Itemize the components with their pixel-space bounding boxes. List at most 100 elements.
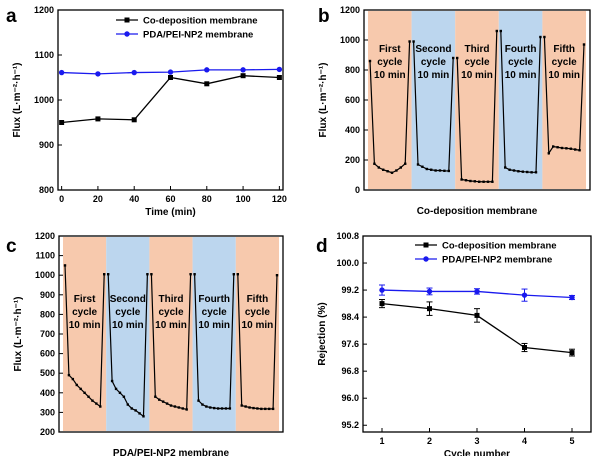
cycle-band-c xyxy=(235,237,279,431)
y-tick-label-c: 1200 xyxy=(35,231,55,241)
y-tick-label-c: 200 xyxy=(40,427,55,437)
cycle-label-c: 10 min xyxy=(112,320,144,331)
cycle-point-b xyxy=(473,180,476,183)
cycle-band-c xyxy=(106,237,150,431)
cycle-label-b: 10 min xyxy=(461,70,493,81)
cycle-label-c: cycle xyxy=(202,307,227,318)
cycle-point-b xyxy=(530,171,533,174)
cycle-point-b xyxy=(534,171,538,174)
cycle-point-b xyxy=(399,166,402,169)
cycle-label-c: 10 min xyxy=(242,320,274,331)
cycle-point-b xyxy=(486,180,490,183)
cycle-point-b xyxy=(565,147,568,150)
cycle-label-c: 10 min xyxy=(155,320,187,331)
cycle-point-b xyxy=(373,162,376,165)
data-point-d-1 xyxy=(569,294,575,301)
cycle-band-c xyxy=(192,237,236,431)
cycle-label-b: 10 min xyxy=(418,70,450,81)
cycle-band-b xyxy=(368,11,412,189)
cycle-point-b xyxy=(482,180,485,183)
cycle-point-b xyxy=(382,168,385,171)
legend-marker-a xyxy=(124,17,130,23)
cycle-point-c xyxy=(71,377,75,381)
y-tick-label-c: 1000 xyxy=(35,270,55,280)
y-tick-label-d: 100.8 xyxy=(336,231,359,241)
cycle-point-c xyxy=(63,264,67,267)
cycle-point-c xyxy=(134,409,137,412)
cycle-point-c xyxy=(213,406,216,410)
cycle-point-c xyxy=(216,407,220,410)
cycle-point-b xyxy=(539,35,542,39)
cycle-label-c: cycle xyxy=(115,307,140,318)
cycle-line-b xyxy=(413,41,454,172)
y-tick-label-b: 400 xyxy=(345,125,360,135)
y-tick-label-c: 600 xyxy=(40,349,55,359)
cycle-label-c: Fifth xyxy=(247,294,269,305)
cycle-point-c xyxy=(122,395,126,398)
cycle-band-b xyxy=(542,11,586,189)
cycle-point-b xyxy=(543,35,546,39)
cycle-line-b xyxy=(543,36,585,156)
cycle-label-b: Third xyxy=(465,44,490,55)
cycle-point-c xyxy=(193,273,196,276)
x-tick-label-a: 40 xyxy=(129,194,139,204)
cycle-point-c xyxy=(142,415,145,418)
cycle-label-b: 10 min xyxy=(548,70,580,81)
cycle-line-b xyxy=(456,30,498,183)
cycle-point-b xyxy=(504,166,507,169)
legend-marker-d xyxy=(423,256,429,262)
x-tick-label-a: 100 xyxy=(236,194,251,204)
legend-entry-a: Co-deposition membrane xyxy=(143,16,258,27)
cycle-point-c xyxy=(264,407,267,411)
cycle-point-c xyxy=(138,412,141,415)
cycle-line-b xyxy=(369,41,411,174)
data-point-d-0 xyxy=(379,301,385,307)
cycle-label-b: Fifth xyxy=(553,44,575,55)
data-point-d-1 xyxy=(521,292,528,298)
cycle-point-c xyxy=(154,395,157,398)
data-point-a-1 xyxy=(58,69,65,76)
cycle-point-c xyxy=(75,383,78,387)
y-axis-label-b: Flux (L·m⁻²·h⁻¹) xyxy=(318,63,329,138)
data-point-d-0 xyxy=(474,312,480,318)
cycle-point-c xyxy=(99,405,102,408)
y-tick-label-b: 1000 xyxy=(340,35,360,45)
y-tick-label-b: 0 xyxy=(355,185,360,195)
cycle-point-c xyxy=(224,407,228,410)
cycle-point-b xyxy=(512,169,516,172)
legend-entry-d: Co-deposition membrane xyxy=(442,241,557,252)
cycle-label-b: Second xyxy=(415,44,451,55)
y-tick-label-c: 800 xyxy=(40,309,55,319)
cycle-label-b: 10 min xyxy=(505,70,537,81)
data-point-a-1 xyxy=(95,71,101,77)
cycle-point-b xyxy=(499,29,502,33)
cycle-point-c xyxy=(150,273,153,276)
cycle-point-b xyxy=(460,178,463,181)
series-line-a-0 xyxy=(61,75,280,124)
cycle-point-b xyxy=(495,29,498,33)
y-tick-label-d: 97.6 xyxy=(341,339,359,349)
cycle-point-b xyxy=(517,170,520,173)
cycle-point-b xyxy=(574,148,577,151)
cycle-label-c: Second xyxy=(110,294,146,305)
cycle-band-c xyxy=(63,237,107,431)
cycle-point-b xyxy=(395,169,398,172)
cycle-point-c xyxy=(205,405,208,408)
cycle-label-b: cycle xyxy=(377,57,402,68)
cycle-band-b xyxy=(411,11,456,189)
x-tick-label-d: 1 xyxy=(379,436,384,446)
cycle-point-c xyxy=(248,406,251,409)
cycle-point-b xyxy=(526,170,529,174)
data-point-d-1 xyxy=(474,288,480,295)
cycle-point-c xyxy=(130,407,133,410)
cycle-point-b xyxy=(478,180,481,183)
cycle-point-c xyxy=(197,399,200,402)
cycle-point-c xyxy=(114,387,118,391)
y-tick-label-d: 96.0 xyxy=(341,393,359,403)
cycle-label-b: 10 min xyxy=(374,70,406,81)
cycle-point-b xyxy=(456,56,459,60)
cycle-label-c: 10 min xyxy=(198,320,230,331)
cycle-label-c: First xyxy=(74,294,96,305)
cycle-point-b xyxy=(578,149,581,152)
y-tick-label-c: 500 xyxy=(40,368,55,378)
